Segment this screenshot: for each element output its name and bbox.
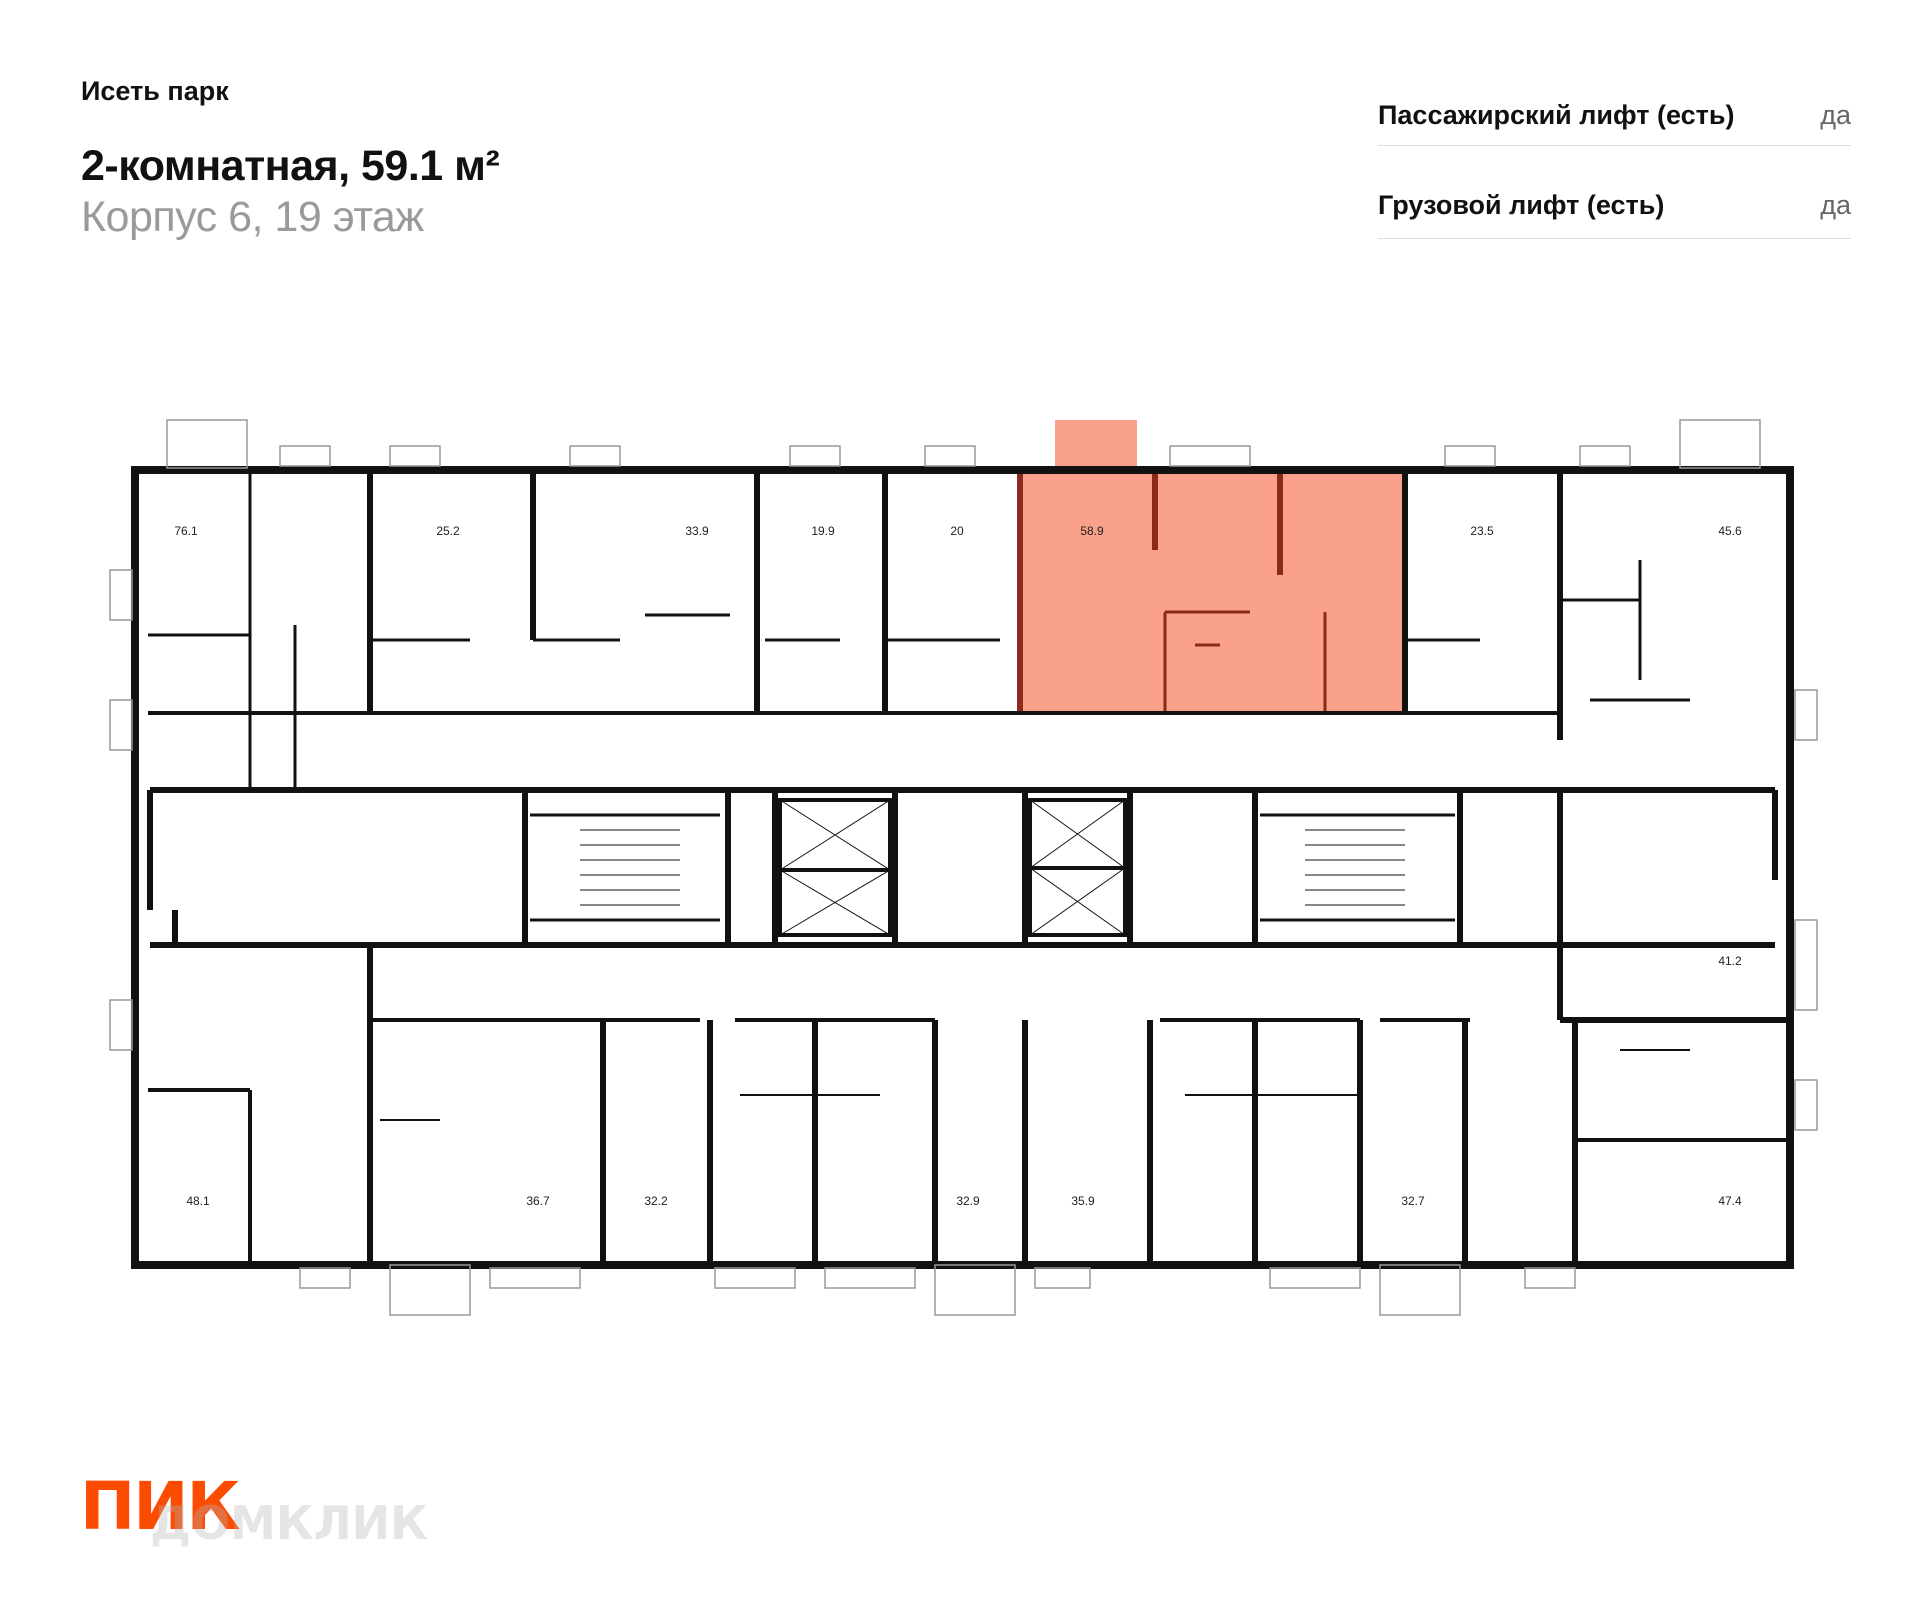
unit-area-label[interactable]: 20 xyxy=(950,524,964,538)
unit-area-label[interactable]: 23.5 xyxy=(1470,524,1494,538)
feature-label: Грузовой лифт (есть) xyxy=(1378,189,1665,220)
windows xyxy=(109,419,1818,1316)
unit-area-label[interactable]: 32.2 xyxy=(644,1194,668,1208)
unit-area-label[interactable]: 33.9 xyxy=(685,524,709,538)
unit-area-label[interactable]: 47.4 xyxy=(1718,1194,1742,1208)
unit-area-label[interactable]: 35.9 xyxy=(1071,1194,1095,1208)
project-name: Исеть парк xyxy=(81,76,229,106)
domclick-watermark: ДОМКЛИК xyxy=(150,1496,428,1550)
selected-inner-walls xyxy=(1163,610,1327,713)
feature-row-passenger-lift: Пассажирский лифт (есть) да xyxy=(1378,78,1851,146)
unit-area-label[interactable]: 32.9 xyxy=(956,1194,980,1208)
building-floor: Корпус 6, 19 этаж xyxy=(81,193,424,241)
building-walls xyxy=(131,466,1794,1269)
pik-logo: ПИК xyxy=(80,1468,240,1545)
feature-label: Пассажирский лифт (есть) xyxy=(1378,100,1735,130)
feature-value: да xyxy=(1820,189,1851,220)
unit-area-label[interactable]: 45.6 xyxy=(1718,524,1742,538)
features-list: Пассажирский лифт (есть) да Грузовой лиф… xyxy=(1378,78,1851,239)
selected-balcony-fill xyxy=(1055,420,1137,470)
unit-area-label[interactable]: 76.1 xyxy=(174,524,198,538)
unit-area-label[interactable]: 25.2 xyxy=(436,524,460,538)
unit-area-label[interactable]: 32.7 xyxy=(1401,1194,1425,1208)
unit-area-label[interactable]: 48.1 xyxy=(186,1194,210,1208)
selected-apartment[interactable] xyxy=(1017,420,1408,713)
unit-area-label[interactable]: 41.2 xyxy=(1718,954,1742,968)
feature-value: да xyxy=(1820,100,1851,130)
unit-area-label[interactable]: 19.9 xyxy=(811,524,835,538)
feature-row-freight-lift: Грузовой лифт (есть) да xyxy=(1378,146,1851,239)
selected-apartment-fill xyxy=(1020,468,1405,713)
brand-logo: ПИК ДОМКЛИК xyxy=(80,1468,428,1551)
apartment-title: 2-комнатная, 59.1 м² xyxy=(81,142,500,190)
selected-unit-area-label[interactable]: 58.9 xyxy=(1080,524,1104,538)
room-labels: 76.1 25.2 33.9 19.9 20 58.9 23.5 45.6 41… xyxy=(174,524,1742,1208)
unit-area-label[interactable]: 36.7 xyxy=(526,1194,550,1208)
apartment-header: Исеть парк 2-комнатная, 59.1 м² Корпус 6… xyxy=(81,76,500,241)
